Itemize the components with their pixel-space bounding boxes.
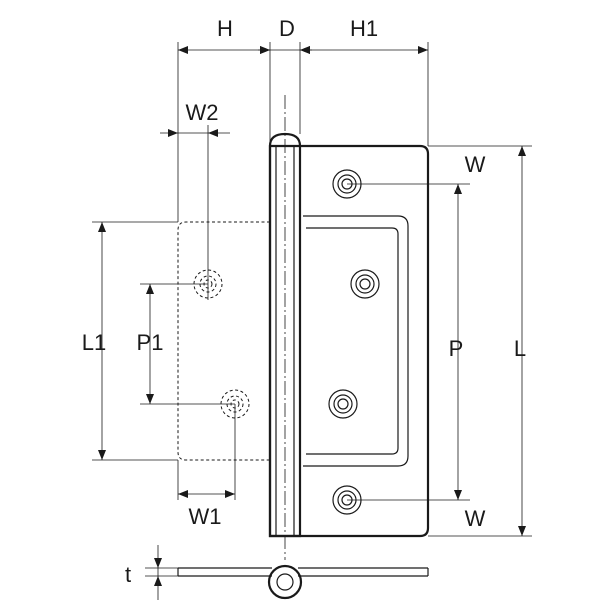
label-P1: P1 xyxy=(137,330,164,355)
dim-L xyxy=(518,146,526,536)
extension-lines xyxy=(92,42,532,537)
hinge-side-view xyxy=(177,564,429,600)
label-H1: H1 xyxy=(350,16,378,41)
label-t: t xyxy=(125,562,131,587)
label-D: D xyxy=(279,16,295,41)
label-P: P xyxy=(449,336,464,361)
dim-t xyxy=(145,545,178,600)
label-H: H xyxy=(217,16,233,41)
hole-main-2 xyxy=(350,269,380,299)
hinge-hidden-leaf xyxy=(177,221,270,461)
dim-P xyxy=(454,184,462,500)
dim-P1 xyxy=(146,284,154,404)
label-L: L xyxy=(514,336,526,361)
hole-main-3 xyxy=(328,389,358,419)
hinge-knuckle xyxy=(268,95,302,560)
label-W-top: W xyxy=(465,152,486,177)
dim-H1 xyxy=(300,46,428,54)
label-L1: L1 xyxy=(82,330,106,355)
hinge-main-leaf xyxy=(268,144,430,538)
label-W1: W1 xyxy=(189,504,222,529)
dim-W2 xyxy=(160,129,230,137)
dim-H xyxy=(178,46,270,54)
label-W-bottom: W xyxy=(465,506,486,531)
dim-L1 xyxy=(98,222,106,460)
dim-W1 xyxy=(178,490,235,498)
label-W2: W2 xyxy=(186,100,219,125)
